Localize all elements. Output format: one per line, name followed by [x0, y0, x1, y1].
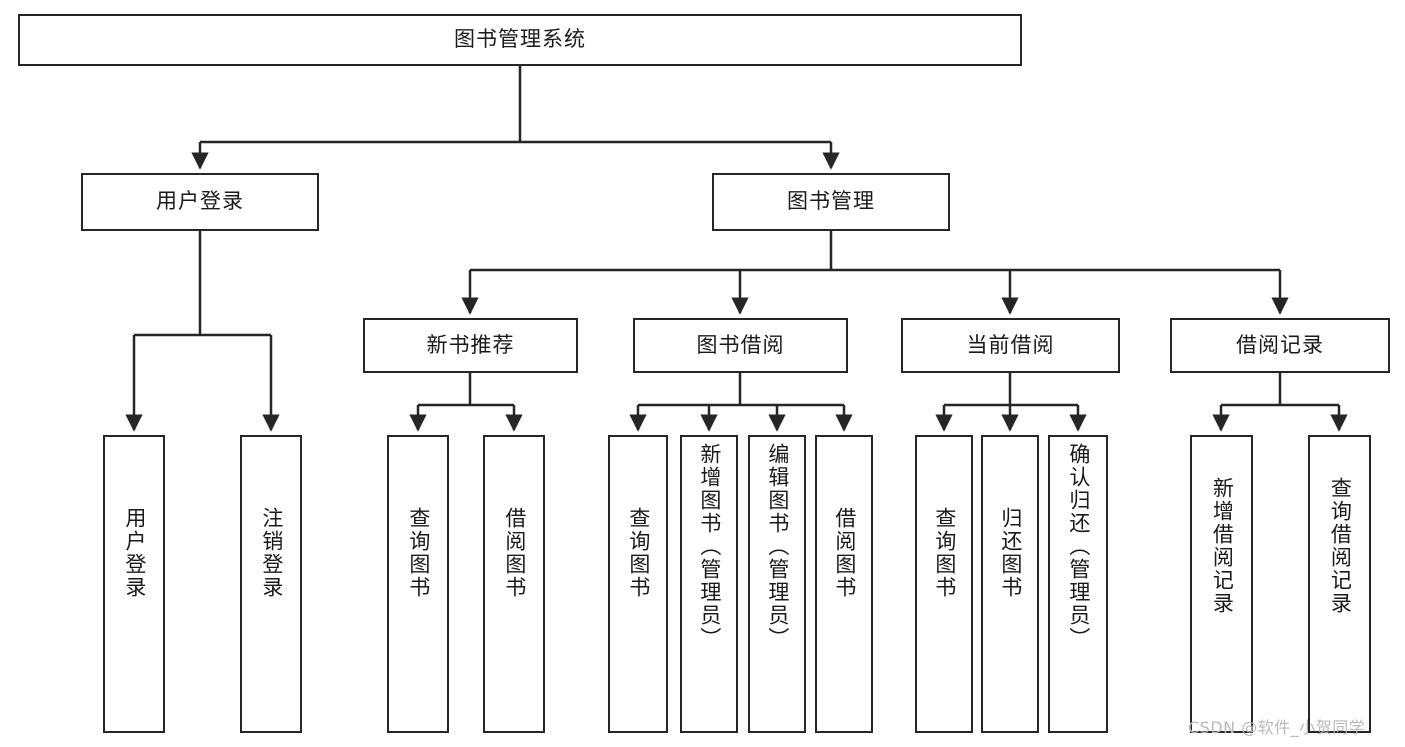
leaf-borrow-book-label: 借阅图书	[832, 507, 857, 599]
node-current-borrow-label: 当前借阅	[966, 332, 1055, 357]
node-book-borrow-label: 图书借阅	[696, 332, 785, 357]
leaf-edit-book[interactable]: 编辑图书（管理员）	[748, 435, 806, 733]
node-borrow-record[interactable]: 借阅记录	[1170, 318, 1390, 373]
node-book-manage[interactable]: 图书管理	[712, 173, 950, 231]
leaf-borrow-book-new-label: 借阅图书	[502, 507, 527, 599]
leaf-user-login-label: 用户登录	[122, 507, 147, 599]
leaf-logout-label: 注销登录	[259, 507, 284, 599]
node-root-label: 图书管理系统	[454, 27, 586, 52]
leaf-add-book[interactable]: 新增图书（管理员）	[680, 435, 738, 733]
leaf-add-borrow-record[interactable]: 新增借阅记录	[1190, 435, 1253, 733]
leaf-edit-book-label: 编辑图书（管理员）	[765, 443, 790, 650]
leaf-confirm-return[interactable]: 确认归还（管理员）	[1048, 435, 1108, 733]
leaf-query-book-current[interactable]: 查询图书	[915, 435, 973, 733]
node-borrow-record-label: 借阅记录	[1236, 332, 1324, 357]
node-book-manage-label: 图书管理	[787, 189, 875, 214]
leaf-user-login[interactable]: 用户登录	[103, 435, 165, 733]
leaf-return-book[interactable]: 归还图书	[981, 435, 1039, 733]
leaf-query-book-borrow-label: 查询图书	[626, 507, 651, 599]
leaf-logout[interactable]: 注销登录	[240, 435, 302, 733]
node-user-login-label: 用户登录	[156, 189, 244, 214]
node-new-book-recommend[interactable]: 新书推荐	[363, 318, 578, 373]
node-root[interactable]: 图书管理系统	[18, 14, 1022, 66]
node-user-login[interactable]: 用户登录	[81, 173, 319, 231]
leaf-borrow-book[interactable]: 借阅图书	[815, 435, 873, 733]
leaf-add-borrow-record-label: 新增借阅记录	[1210, 477, 1235, 615]
node-book-borrow[interactable]: 图书借阅	[633, 318, 848, 373]
leaf-query-borrow-record-label: 查询借阅记录	[1328, 477, 1353, 615]
leaf-return-book-label: 归还图书	[998, 507, 1023, 599]
leaf-confirm-return-label: 确认归还（管理员）	[1066, 443, 1091, 650]
leaf-query-book-current-label: 查询图书	[932, 507, 957, 599]
leaf-borrow-book-new[interactable]: 借阅图书	[483, 435, 545, 733]
leaf-query-book-new-label: 查询图书	[406, 507, 431, 599]
node-current-borrow[interactable]: 当前借阅	[901, 318, 1120, 373]
leaf-query-borrow-record[interactable]: 查询借阅记录	[1308, 435, 1371, 733]
leaf-add-book-label: 新增图书（管理员）	[697, 443, 722, 650]
watermark: CSDN @软件_小贺同学	[1188, 718, 1366, 737]
node-new-book-recommend-label: 新书推荐	[426, 332, 515, 357]
leaf-query-book-new[interactable]: 查询图书	[387, 435, 449, 733]
leaf-query-book-borrow[interactable]: 查询图书	[608, 435, 668, 733]
